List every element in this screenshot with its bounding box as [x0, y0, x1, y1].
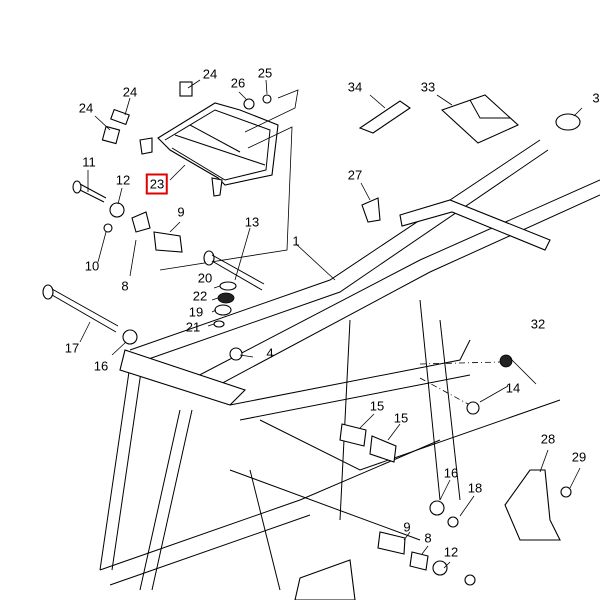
callout-11[interactable]: 11 [82, 154, 96, 170]
nut-18[interactable] [447, 516, 459, 528]
washer-20[interactable] [219, 281, 237, 291]
bolt-26[interactable] [243, 98, 255, 110]
collar-12-b[interactable] [432, 560, 448, 576]
callout-9-lower[interactable]: 9 [403, 519, 411, 535]
callout-23-highlighted[interactable]: 23 [145, 173, 169, 195]
collar-12-a[interactable] [109, 202, 125, 218]
main-frame-part-1[interactable] [99, 139, 600, 600]
clip-24-a[interactable] [101, 125, 121, 145]
nut-25[interactable] [262, 94, 272, 104]
washer-21[interactable] [213, 320, 225, 328]
bushing-9-b[interactable] [377, 531, 406, 555]
callout-18[interactable]: 18 [467, 480, 483, 496]
leader-lines [79, 79, 583, 569]
callout-27[interactable]: 27 [347, 167, 363, 183]
callout-10[interactable]: 10 [84, 258, 100, 274]
callout-16-left[interactable]: 16 [93, 358, 109, 374]
callout-4[interactable]: 4 [266, 345, 274, 361]
part-34[interactable] [358, 100, 411, 134]
callout-21[interactable]: 21 [185, 319, 201, 335]
part-33-pouch[interactable] [440, 94, 519, 144]
callout-15-b[interactable]: 15 [393, 410, 409, 426]
callout-24-middle[interactable]: 24 [122, 84, 138, 100]
collar-8-b[interactable] [409, 551, 429, 571]
bracket-28[interactable] [504, 469, 561, 541]
callout-33[interactable]: 33 [420, 79, 436, 95]
bolt-10[interactable] [103, 223, 113, 233]
callout-25[interactable]: 25 [257, 65, 273, 81]
bolt-29[interactable] [560, 486, 572, 498]
bushing-15-b[interactable] [369, 435, 397, 463]
part-3x-ring[interactable] [555, 113, 581, 131]
callout-32[interactable]: 32 [530, 316, 546, 332]
callout-16-right[interactable]: 16 [443, 465, 459, 481]
callout-12-upper[interactable]: 12 [115, 172, 131, 188]
clip-24-b[interactable] [110, 108, 130, 126]
bearing-22[interactable] [217, 292, 235, 304]
washer-16-a[interactable] [122, 329, 138, 345]
bolt-4[interactable] [229, 347, 243, 361]
callout-28[interactable]: 28 [540, 431, 556, 447]
callout-20[interactable]: 20 [197, 270, 213, 286]
callout-9-upper[interactable]: 9 [177, 204, 185, 220]
callout-34[interactable]: 34 [347, 79, 363, 95]
callout-22[interactable]: 22 [192, 288, 208, 304]
seat-bracket-part-23[interactable] [139, 102, 279, 197]
callout-17[interactable]: 17 [64, 340, 80, 356]
callout-15-a[interactable]: 15 [369, 398, 385, 414]
callout-8-lower[interactable]: 8 [424, 530, 432, 546]
callout-24-left[interactable]: 24 [78, 100, 94, 116]
callout-12-lower[interactable]: 12 [443, 544, 459, 560]
callout-26[interactable]: 26 [230, 75, 246, 91]
bolt-lower[interactable] [464, 574, 476, 586]
clip-24-c[interactable] [179, 81, 193, 97]
callout-1[interactable]: 1 [292, 233, 300, 249]
nut-32[interactable] [499, 354, 513, 368]
callout-19[interactable]: 19 [188, 304, 204, 320]
callout-29[interactable]: 29 [571, 449, 587, 465]
bushing-9-a[interactable] [153, 231, 183, 253]
bushing-15-a[interactable] [339, 423, 367, 447]
washer-16-b[interactable] [429, 500, 445, 516]
bolt-17[interactable] [42, 284, 119, 333]
collar-8-a[interactable] [131, 211, 151, 233]
callout-8-upper[interactable]: 8 [121, 278, 129, 294]
callout-24-top[interactable]: 24 [202, 66, 218, 82]
bracket-27[interactable] [361, 197, 381, 223]
callout-14[interactable]: 14 [505, 380, 521, 396]
callout-13[interactable]: 13 [244, 214, 260, 230]
nut-14[interactable] [466, 401, 480, 415]
bearing-19[interactable] [214, 304, 232, 316]
callout-3x-partial[interactable]: 3 [592, 90, 600, 106]
bolt-11[interactable] [72, 180, 107, 203]
